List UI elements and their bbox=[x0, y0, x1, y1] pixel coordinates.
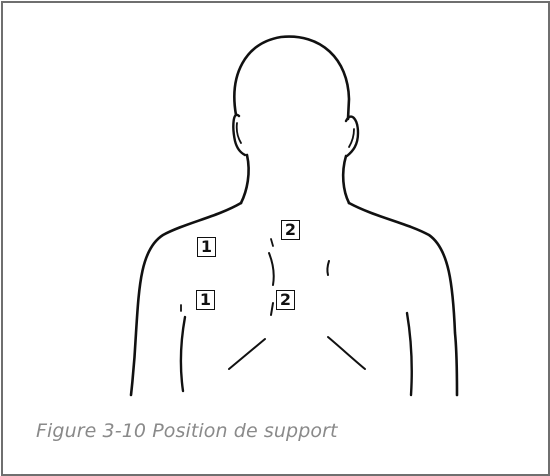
left-scapula-curve bbox=[229, 339, 265, 369]
spine-lower bbox=[271, 303, 273, 315]
back-illustration bbox=[3, 3, 548, 474]
neck-left bbox=[241, 155, 249, 203]
left-shoulder bbox=[131, 203, 241, 395]
neck-right bbox=[343, 156, 349, 203]
electrode-pad-2-lower: 2 bbox=[276, 290, 295, 310]
right-shoulder bbox=[349, 203, 457, 395]
electrode-pad-2-upper: 2 bbox=[281, 220, 300, 240]
figure-caption: Figure 3-10 Position de support bbox=[36, 420, 338, 442]
right-ear bbox=[346, 117, 358, 156]
spine-upper bbox=[269, 253, 274, 285]
electrode-pad-1-upper: 1 bbox=[197, 237, 216, 257]
right-scapula-hint bbox=[327, 261, 329, 275]
left-ear bbox=[233, 115, 245, 155]
right-scapula-curve bbox=[328, 337, 365, 369]
head-outline bbox=[234, 37, 349, 119]
right-inner-arm bbox=[407, 313, 412, 395]
electrode-pad-1-lower: 1 bbox=[196, 290, 215, 310]
left-inner-arm bbox=[181, 317, 185, 391]
